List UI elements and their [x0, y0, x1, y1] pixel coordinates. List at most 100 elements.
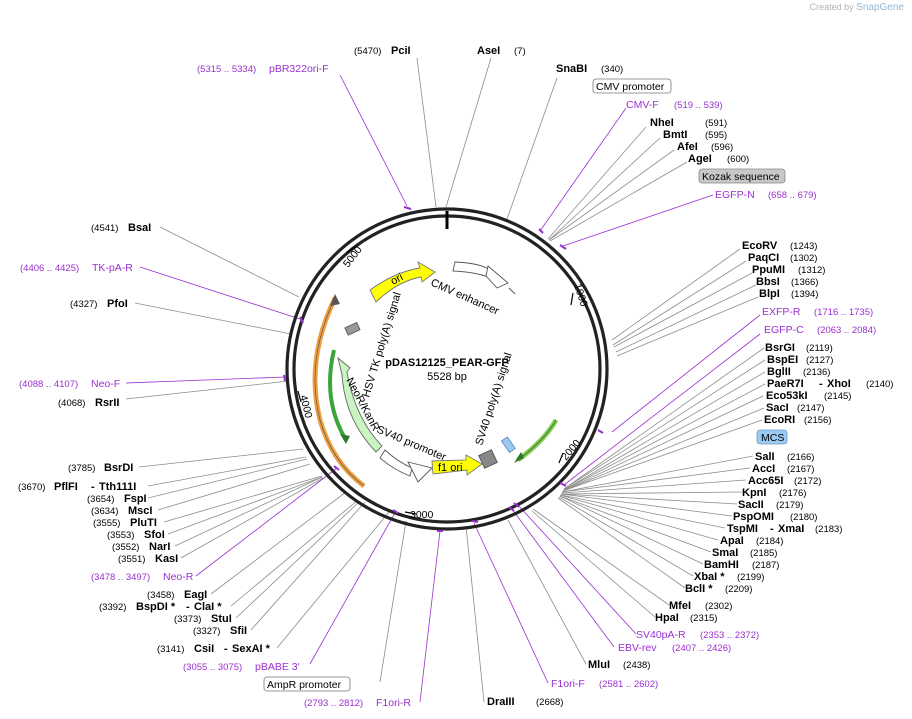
cmv-f-label: CMV-F [626, 99, 659, 111]
bmti-pos: (595) [705, 130, 727, 141]
primer-ticks [283, 206, 604, 532]
acc65i-label: Acc65I [748, 475, 783, 487]
sfoi-pos: (3553) [107, 530, 134, 541]
neo-r-label: Neo-R [163, 571, 194, 583]
eco53ki-pos: (2145) [824, 391, 851, 402]
mfei-label: MfeI [669, 600, 691, 612]
tick-label-4000: 4000 [297, 394, 314, 420]
sv40pa-r-range: (2353 .. 2372) [700, 630, 759, 641]
bspdi-dash: - [186, 601, 190, 613]
cmv-promoter-box [592, 78, 672, 94]
blpi-label: BlpI [759, 288, 780, 300]
tspmi-dash: - [770, 523, 774, 535]
kasi-pos: (3551) [118, 554, 145, 565]
asei-label: AseI [477, 45, 500, 57]
acci-pos: (2167) [787, 464, 814, 475]
plasmid-backbone [285, 207, 609, 531]
bamhi-label: BamHI [704, 559, 739, 571]
xmai-pos: (2183) [815, 524, 842, 535]
afei-pos: (596) [711, 142, 733, 153]
kozak-box [698, 168, 786, 184]
sacii-pos: (2179) [776, 500, 803, 511]
nhei-pos: (591) [705, 118, 727, 129]
pbabe3-range: (3055 .. 3075) [183, 662, 242, 673]
pcii-pos: (5470) [354, 46, 381, 57]
ecorv-label: EcoRV [742, 240, 778, 252]
sv40pa-r-label: SV40pA-R [636, 629, 686, 641]
feature-hsv-tk [344, 321, 361, 336]
ebv-rev-range: (2407 .. 2426) [672, 643, 731, 654]
neo-r-range: (3478 .. 3497) [91, 572, 150, 583]
exfp-r-label: EXFP-R [762, 306, 801, 318]
stui-label: StuI [211, 613, 232, 625]
saci-pos: (2147) [797, 403, 824, 414]
smai-label: SmaI [712, 547, 738, 559]
pluti-label: PluTI [130, 517, 157, 529]
paer7i-label: PaeR7I [767, 378, 804, 390]
apai-pos: (2184) [756, 536, 783, 547]
arc-green-right [514, 418, 559, 463]
feature-cmv-enhancer [452, 261, 516, 295]
feature-ori [369, 261, 436, 303]
csii-pos: (3141) [157, 644, 184, 655]
xhoi-label: XhoI [827, 378, 851, 390]
ppumi-label: PpuMI [752, 264, 785, 276]
msci-label: MscI [128, 505, 152, 517]
xbai-label: XbaI * [694, 571, 725, 583]
feature-sv40-polya [500, 436, 516, 454]
tick-label-3000: 3000 [410, 509, 434, 521]
acci-label: AccI [752, 463, 775, 475]
csii-dash: - [224, 643, 228, 655]
tspmi-label: TspMI [727, 523, 758, 535]
egfp-n-range: (658 .. 679) [768, 190, 817, 201]
ebv-rev-label: EBV-rev [618, 642, 657, 654]
asei-pos: (7) [514, 46, 526, 57]
eco53ki-label: Eco53kI [766, 390, 808, 402]
label-f1-ori: f1 ori [438, 462, 462, 474]
pbr322ori-range: (5315 .. 5334) [197, 64, 256, 75]
tk-pa-r-label: TK-pA-R [92, 262, 133, 274]
cmv-promoter-label: CMV promoter [596, 81, 665, 93]
sali-label: SalI [755, 451, 775, 463]
kasi-label: KasI [155, 553, 178, 565]
nari-label: NarI [149, 541, 170, 553]
tth111i-label: Tth111I [99, 481, 136, 493]
kozak-label: Kozak sequence [702, 171, 780, 183]
bbsi-pos: (1366) [791, 277, 818, 288]
mcs-box [756, 429, 788, 445]
pspomi-label: PspOMI [733, 511, 774, 523]
csii-label: CsiI [194, 643, 214, 655]
nhei-label: NheI [650, 117, 674, 129]
created-by-credit: Created by SnapGene [810, 2, 904, 13]
ampr-promoter-label: AmpR promoter [267, 679, 342, 691]
bsrdi-label: BsrDI [104, 462, 133, 474]
agei-pos: (600) [727, 154, 749, 165]
draiii-pos: (2668) [536, 697, 563, 708]
eagi-pos: (3458) [147, 590, 174, 601]
arc-green-left [328, 349, 350, 444]
plasmid-length: 5528 bp [427, 371, 467, 383]
sali-pos: (2166) [787, 452, 814, 463]
bcli-label: BclI * [685, 583, 713, 595]
label-cmv-enhancer: CMV enhancer [429, 277, 501, 318]
xbai-pos: (2199) [737, 572, 764, 583]
blpi-pos: (1394) [791, 289, 818, 300]
pfoi-pos: (4327) [70, 299, 97, 310]
f1ori-f-label: F1ori-F [551, 678, 585, 690]
enzyme-leader-lines [125, 57, 766, 703]
paqci-pos: (1302) [790, 253, 817, 264]
bspei-label: BspEI [767, 354, 798, 366]
kpni-pos: (2176) [779, 488, 806, 499]
egfp-n-label: EGFP-N [715, 189, 755, 201]
nari-pos: (3552) [112, 542, 139, 553]
tk-pa-r-range: (4406 .. 4425) [20, 263, 79, 274]
ecori-pos: (2156) [804, 415, 831, 426]
pcii-label: PciI [391, 45, 411, 57]
msci-pos: (3634) [91, 506, 118, 517]
bsai-pos: (4541) [91, 223, 118, 234]
egfp-c-range: (2063 .. 2084) [817, 325, 876, 336]
bglii-pos: (2136) [803, 367, 830, 378]
fspi-pos: (3654) [87, 494, 114, 505]
pspomi-pos: (2180) [790, 512, 817, 523]
